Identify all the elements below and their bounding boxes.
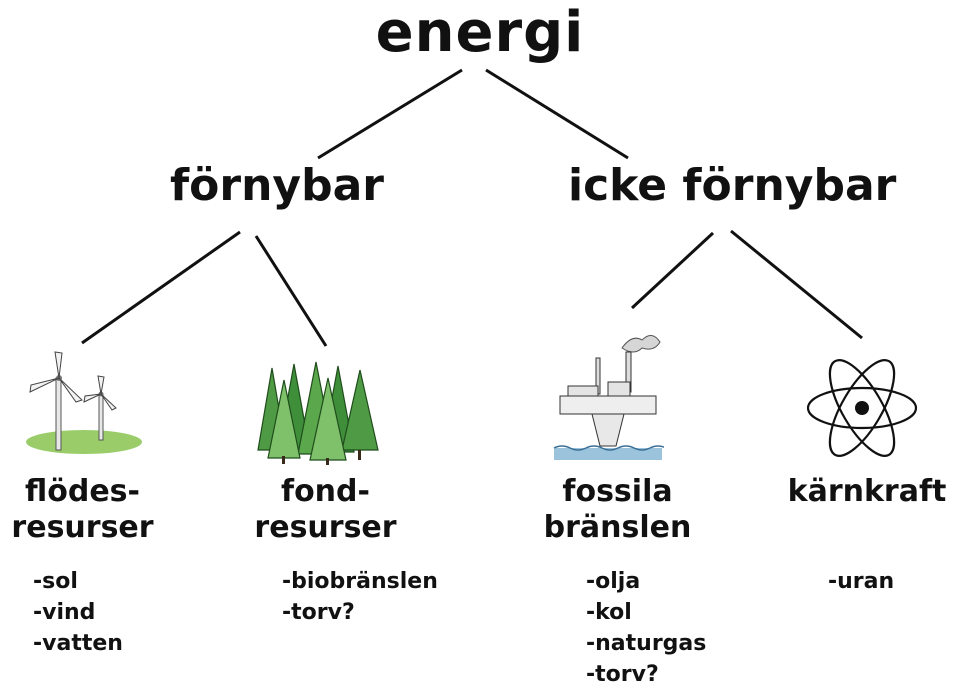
forest-icon — [257, 361, 379, 465]
list-item: -olja — [586, 569, 641, 594]
list-item: -naturgas — [586, 631, 707, 656]
list-item: -vind — [33, 600, 96, 625]
list-item: -torv? — [586, 662, 659, 687]
connector-energi-fornybar — [317, 68, 463, 160]
item-list-fossila-branslen: -olja -kol -naturgas -torv? — [586, 566, 706, 690]
connector-fornybar-flodes — [81, 230, 241, 345]
connector-fornybar-fond — [254, 235, 328, 347]
branch-label-icke-fornybar: icke förnybar — [568, 160, 897, 211]
item-list-flodesresurser: -sol -vind -vatten — [33, 566, 123, 659]
connector-energi-icke-fornybar — [485, 68, 629, 160]
connector-icke-fossila — [630, 231, 715, 310]
atom-icon — [806, 359, 918, 457]
list-item: -kol — [586, 600, 632, 625]
list-item: -sol — [33, 569, 78, 594]
branch-label-fornybar: förnybar — [170, 160, 384, 211]
list-item: -biobränslen — [282, 569, 438, 594]
item-list-karnkraft: -uran — [828, 566, 894, 597]
list-item: -vatten — [33, 631, 123, 656]
node-label-flodesresurser: flödes- resurser — [11, 474, 154, 545]
diagram-title: energi — [375, 0, 585, 65]
node-label-fossila-branslen: fossila bränslen — [543, 474, 692, 545]
connector-icke-karnkraft — [730, 229, 863, 340]
wind-turbines-icon — [26, 351, 142, 454]
node-label-fondresurser: fond- resurser — [254, 474, 397, 545]
node-label-karnkraft: kärnkraft — [787, 474, 947, 509]
oil-platform-icon — [553, 335, 664, 460]
item-list-fondresurser: -biobränslen -torv? — [282, 566, 438, 628]
list-item: -torv? — [282, 600, 355, 625]
list-item: -uran — [828, 569, 895, 594]
